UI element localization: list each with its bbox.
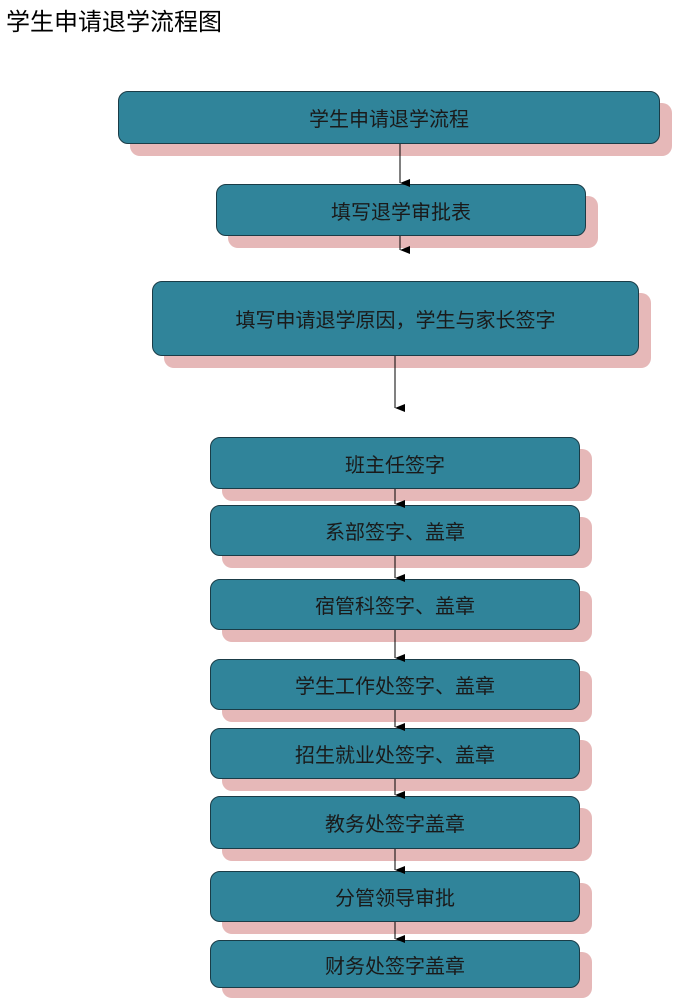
node-box: 系部签字、盖章 <box>210 505 580 556</box>
node-box: 分管领导审批 <box>210 871 580 922</box>
node-box: 财务处签字盖章 <box>210 940 580 988</box>
flow-node-leader: 分管领导审批 <box>210 871 592 934</box>
flow-node-department: 系部签字、盖章 <box>210 505 592 568</box>
flow-node-admissions: 招生就业处签字、盖章 <box>210 728 592 791</box>
node-box: 班主任签字 <box>210 437 580 489</box>
node-box: 填写申请退学原因，学生与家长签字 <box>152 281 639 356</box>
node-label: 招生就业处签字、盖章 <box>295 743 495 767</box>
node-box: 学生工作处签字、盖章 <box>210 659 580 710</box>
node-label: 学生申请退学流程 <box>309 107 469 131</box>
node-box: 填写退学审批表 <box>216 184 586 236</box>
node-label: 教务处签字盖章 <box>325 812 465 836</box>
node-label: 财务处签字盖章 <box>325 953 465 978</box>
node-label: 分管领导审批 <box>335 886 455 910</box>
flow-node-academic-affairs: 教务处签字盖章 <box>210 796 592 861</box>
node-box: 宿管科签字、盖章 <box>210 579 580 630</box>
node-box: 教务处签字盖章 <box>210 796 580 849</box>
node-box: 学生申请退学流程 <box>118 91 660 144</box>
node-label: 学生工作处签字、盖章 <box>295 674 495 698</box>
flow-node-form: 填写退学审批表 <box>216 184 598 248</box>
node-label: 填写申请退学原因，学生与家长签字 <box>235 308 556 332</box>
flow-node-reason: 填写申请退学原因，学生与家长签字 <box>152 281 651 368</box>
flow-node-finance: 财务处签字盖章 <box>210 940 592 998</box>
node-label: 班主任签字 <box>345 452 445 477</box>
node-label: 宿管科签字、盖章 <box>315 594 475 618</box>
page-title: 学生申请退学流程图 <box>6 8 222 36</box>
flow-node-dormitory: 宿管科签字、盖章 <box>210 579 592 642</box>
node-label: 填写退学审批表 <box>331 199 471 224</box>
flow-node-student-affairs: 学生工作处签字、盖章 <box>210 659 592 722</box>
flow-node-head-teacher: 班主任签字 <box>210 437 592 501</box>
node-box: 招生就业处签字、盖章 <box>210 728 580 779</box>
flow-node-start: 学生申请退学流程 <box>118 91 672 156</box>
node-label: 系部签字、盖章 <box>325 520 465 544</box>
